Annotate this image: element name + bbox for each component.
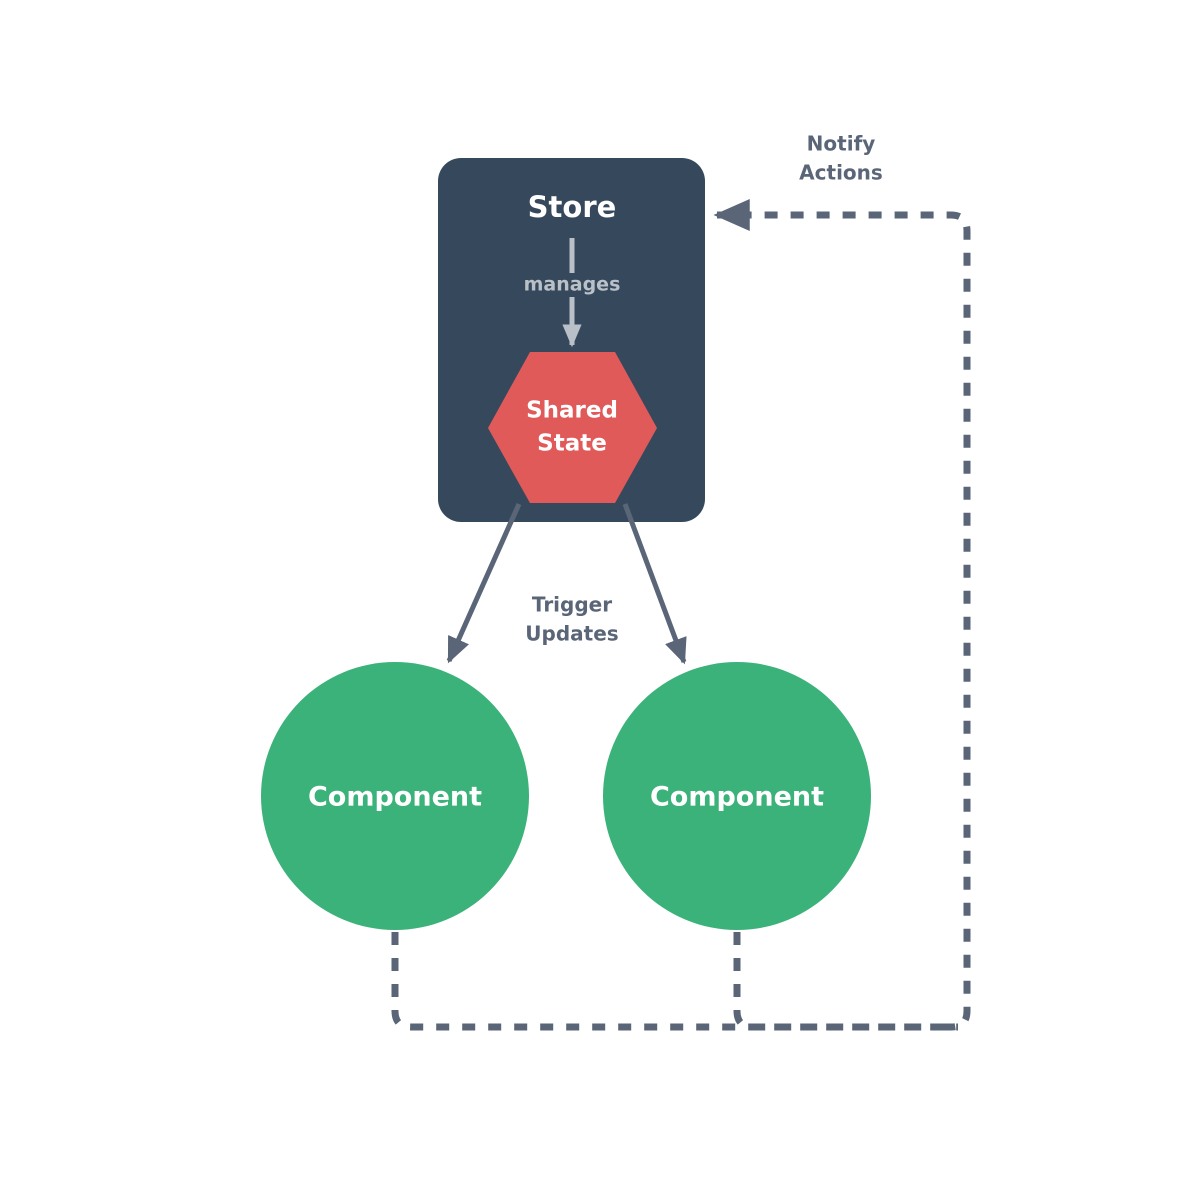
trigger-updates-line-right xyxy=(622,503,687,665)
dashed-path-left-component xyxy=(391,932,958,1031)
component-left-circle[interactable] xyxy=(261,662,529,930)
node-shared-state[interactable]: Shared State xyxy=(488,352,657,503)
notify-actions-label-line2: Actions xyxy=(799,161,883,185)
notify-actions-label-group: Notify Actions xyxy=(799,132,883,185)
shared-state-label-line1: Shared xyxy=(526,398,618,424)
edge-notify-actions xyxy=(391,198,971,1031)
node-component-right[interactable]: Component xyxy=(603,662,871,930)
trigger-updates-label-line2: Updates xyxy=(525,622,618,646)
component-left-label: Component xyxy=(308,782,482,813)
dashed-path-to-store xyxy=(713,198,971,1031)
notify-actions-label-line1: Notify xyxy=(807,132,876,156)
shared-state-hexagon[interactable] xyxy=(488,352,657,503)
node-component-left[interactable]: Component xyxy=(261,662,529,930)
dashed-path-right-component xyxy=(733,932,958,1031)
trigger-updates-label-line1: Trigger xyxy=(532,593,612,617)
component-right-circle[interactable] xyxy=(603,662,871,930)
trigger-updates-line-left xyxy=(446,502,522,664)
edge-manages: manages xyxy=(524,238,621,348)
component-right-label: Component xyxy=(650,782,824,813)
manages-label: manages xyxy=(524,274,621,296)
edge-trigger-updates: Trigger Updates xyxy=(446,502,687,665)
store-label: Store xyxy=(528,190,617,224)
shared-state-label-line2: State xyxy=(537,431,607,457)
